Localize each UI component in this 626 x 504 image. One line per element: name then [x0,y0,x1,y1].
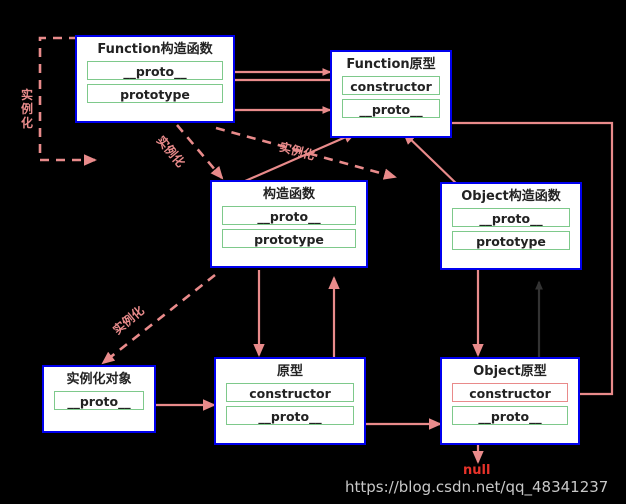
box-title: 原型 [276,364,303,379]
box-custom-ctor[interactable]: 构造函数 __proto__ prototype [210,180,368,268]
slot-proto[interactable]: __proto__ [222,206,356,225]
box-custom-proto[interactable]: 原型 constructor __proto__ [214,357,366,445]
slot-proto[interactable]: __proto__ [452,208,570,227]
box-function-proto[interactable]: Function原型 constructor __proto__ [330,50,452,138]
box-title: Object构造函数 [461,189,561,204]
box-function-ctor[interactable]: Function构造函数 __proto__ prototype [75,35,235,123]
slot-constructor[interactable]: constructor [226,383,354,402]
slot-constructor[interactable]: constructor [452,383,568,402]
slot-proto[interactable]: __proto__ [342,99,440,118]
box-title: 构造函数 [262,187,315,202]
box-object-proto[interactable]: Object原型 constructor __proto__ [440,357,580,445]
label-instantiate-left: 实例化 [20,88,33,130]
slot-prototype[interactable]: prototype [222,229,356,248]
slot-proto[interactable]: __proto__ [452,406,568,425]
slot-constructor[interactable]: constructor [342,76,440,95]
slot-proto[interactable]: __proto__ [226,406,354,425]
box-title: 实例化对象 [66,372,132,387]
slot-prototype[interactable]: prototype [452,231,570,250]
slot-proto[interactable]: __proto__ [87,61,223,80]
label-null: null [463,463,491,478]
slot-proto[interactable]: __proto__ [54,391,144,410]
box-title: Function构造函数 [97,42,213,57]
wire-instantiate-left-loop [38,36,97,166]
slot-prototype[interactable]: prototype [87,84,223,103]
wire-instantiate-fctor-to-ctor [176,124,224,180]
wire-instantiate-ctor-to-instance [101,273,216,365]
box-title: Function原型 [346,57,436,72]
watermark: https://blog.csdn.net/qq_48341237 [345,478,609,496]
box-title: Object原型 [473,364,547,379]
box-instance-object[interactable]: 实例化对象 __proto__ [42,365,156,433]
box-object-ctor[interactable]: Object构造函数 __proto__ prototype [440,182,582,270]
